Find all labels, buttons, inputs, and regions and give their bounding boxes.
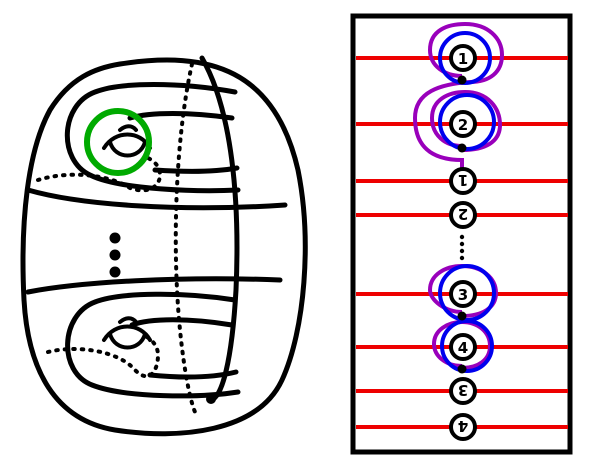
upper-waist-curve [25,187,288,211]
disk-circle [449,44,477,72]
lower-waist-curve [25,276,283,295]
disk-group: 1 2 1 2 3 4 3 4 [449,44,477,441]
basepoint-dot [206,394,216,404]
purple-curve [412,21,505,172]
ellipsis-dot [459,234,465,240]
labeled-disk: 4 [449,413,477,441]
labeled-disk: 4 [449,333,477,361]
colored-curves [412,21,505,374]
disk-label: 3 [458,286,468,304]
disk-label: 4 [458,339,468,357]
blue-curve [438,93,496,151]
ellipsis-dot [109,249,121,261]
right-dividing-curve [199,55,240,403]
ellipsis-dot [459,241,465,247]
disk-label: 1 [458,171,468,189]
disk-label: 4 [458,417,468,435]
upper-dotted-meridian [36,156,163,193]
ellipsis-dot [109,232,121,244]
labeled-disk: 2 [449,110,477,138]
disk-circle [449,413,477,441]
disk-circle [449,333,477,361]
bottom-handle-inner-band [129,317,235,328]
labeled-disk: 3 [449,280,477,308]
blue-curve [440,319,494,373]
disk-circle [449,280,477,308]
disk-label: 3 [458,381,468,399]
labeled-disk: 1 [449,167,477,195]
curve-endpoint-dot [457,75,467,85]
curve-endpoint-dot [457,143,467,153]
lower-dotted-meridian [46,334,161,379]
disk-circle [449,167,477,195]
handle-chart-panel: 1 2 1 2 3 4 3 4 [350,13,573,455]
labeled-disk: 1 [449,44,477,72]
green-meridian-curve [84,108,152,176]
disk-circle [449,377,477,405]
top-handle-hole [102,124,152,158]
disk-circle [449,201,477,229]
ellipsis-dot [459,255,465,261]
purple-curve [429,89,503,152]
top-handle-band [64,82,241,194]
labeled-disk: 2 [449,201,477,229]
surface-outline [20,57,308,437]
ellipsis-dot [109,266,121,278]
surface-figure [20,55,308,437]
bottom-handle-band [65,291,241,399]
disk-circle [449,110,477,138]
disk-label: 2 [458,205,468,223]
disk-label: 2 [458,116,468,134]
top-handle-inner-band [127,111,235,121]
curve-endpoint-dot [457,311,467,321]
top-handle-lower-band [152,165,240,174]
bottom-handle-lower-band [147,369,239,380]
handle-count-dots [109,232,121,278]
curve-endpoint-dot [457,364,467,374]
chart-frame [350,13,573,455]
ellipsis-dot [459,248,465,254]
chart-ellipsis [459,234,465,261]
disk-label: 1 [458,50,468,68]
labeled-disk: 3 [449,377,477,405]
